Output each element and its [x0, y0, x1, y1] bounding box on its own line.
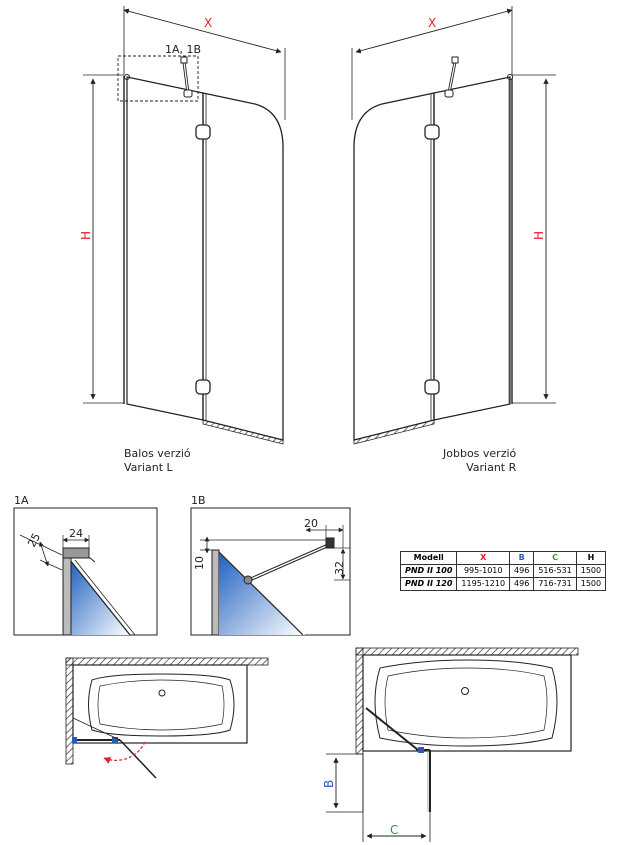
detail-1a-title: 1A — [14, 494, 29, 507]
detail-1b-title: 1B — [191, 494, 206, 507]
top-view-right: B C — [322, 647, 579, 842]
spec-table-header-row: Modell X B C H — [399, 551, 607, 565]
right-fixed-panel — [433, 76, 511, 421]
table-cell: 1500 — [575, 564, 607, 578]
right-upper-hinge — [424, 124, 440, 140]
left-swing-arc — [103, 741, 146, 764]
header-c: C — [533, 551, 577, 565]
detail-1a-dim-25: 25 — [25, 531, 43, 549]
table-cell: 1195-1210 — [456, 577, 511, 591]
left-variant-drawing: X H 1A, 1B — [79, 6, 286, 445]
left-fixed-panel — [126, 76, 204, 421]
b-label: B — [322, 780, 336, 788]
top-view-left — [65, 657, 269, 779]
c-label: C — [390, 823, 398, 837]
header-h: H — [575, 551, 607, 565]
detail-1b-dim-10: 10 — [193, 556, 206, 570]
table-row: PND II 120 1195-1210 496 716-731 1500 — [399, 577, 607, 591]
left-x-dimension — [123, 8, 282, 54]
left-x-label: X — [204, 16, 212, 30]
detail-1a: 1A 24 25 — [13, 494, 158, 636]
table-cell: 496 — [509, 564, 535, 578]
table-cell: PND II 100 — [399, 564, 458, 578]
right-lower-hinge — [424, 379, 440, 395]
right-x-dimension — [355, 8, 513, 54]
header-modell: Modell — [399, 551, 458, 565]
left-caption: Balos verzió Variant L — [124, 447, 191, 475]
detail-1b-dim-32: 32 — [333, 561, 346, 575]
table-cell: PND II 120 — [399, 577, 458, 591]
table-cell: 716-731 — [533, 577, 577, 591]
detail-tag-label: 1A, 1B — [165, 43, 201, 56]
right-door-panel — [353, 92, 435, 441]
table-cell: 995-1010 — [456, 564, 511, 578]
table-cell: 516-531 — [533, 564, 577, 578]
right-caption-line2: Variant R — [466, 461, 517, 474]
detail-callout-box — [117, 55, 199, 102]
spec-table: Modell X B C H PND II 100 995-1010 496 5… — [399, 551, 607, 591]
right-variant-drawing: X H — [351, 6, 556, 445]
right-caption-line1: Jobbos verzió — [443, 447, 517, 460]
left-h-label: H — [79, 231, 93, 240]
right-caption: Jobbos verzió Variant R — [443, 447, 516, 475]
table-row: PND II 100 995-1010 496 516-531 1500 — [399, 564, 607, 578]
left-lower-hinge — [195, 379, 211, 395]
detail-1a-dim-24: 24 — [69, 527, 83, 540]
detail-1b-dim-20: 20 — [304, 517, 318, 530]
left-door-panel — [202, 92, 284, 441]
right-h-label: H — [532, 231, 546, 240]
left-upper-hinge — [195, 124, 211, 140]
header-b: B — [509, 551, 535, 565]
table-cell: 496 — [509, 577, 535, 591]
table-cell: 1500 — [575, 577, 607, 591]
right-x-label: X — [428, 16, 436, 30]
detail-1b: 1B 20 10 32 — [190, 494, 351, 636]
left-caption-line1: Balos verzió — [124, 447, 191, 460]
left-caption-line2: Variant L — [124, 461, 173, 474]
header-x: X — [456, 551, 511, 565]
